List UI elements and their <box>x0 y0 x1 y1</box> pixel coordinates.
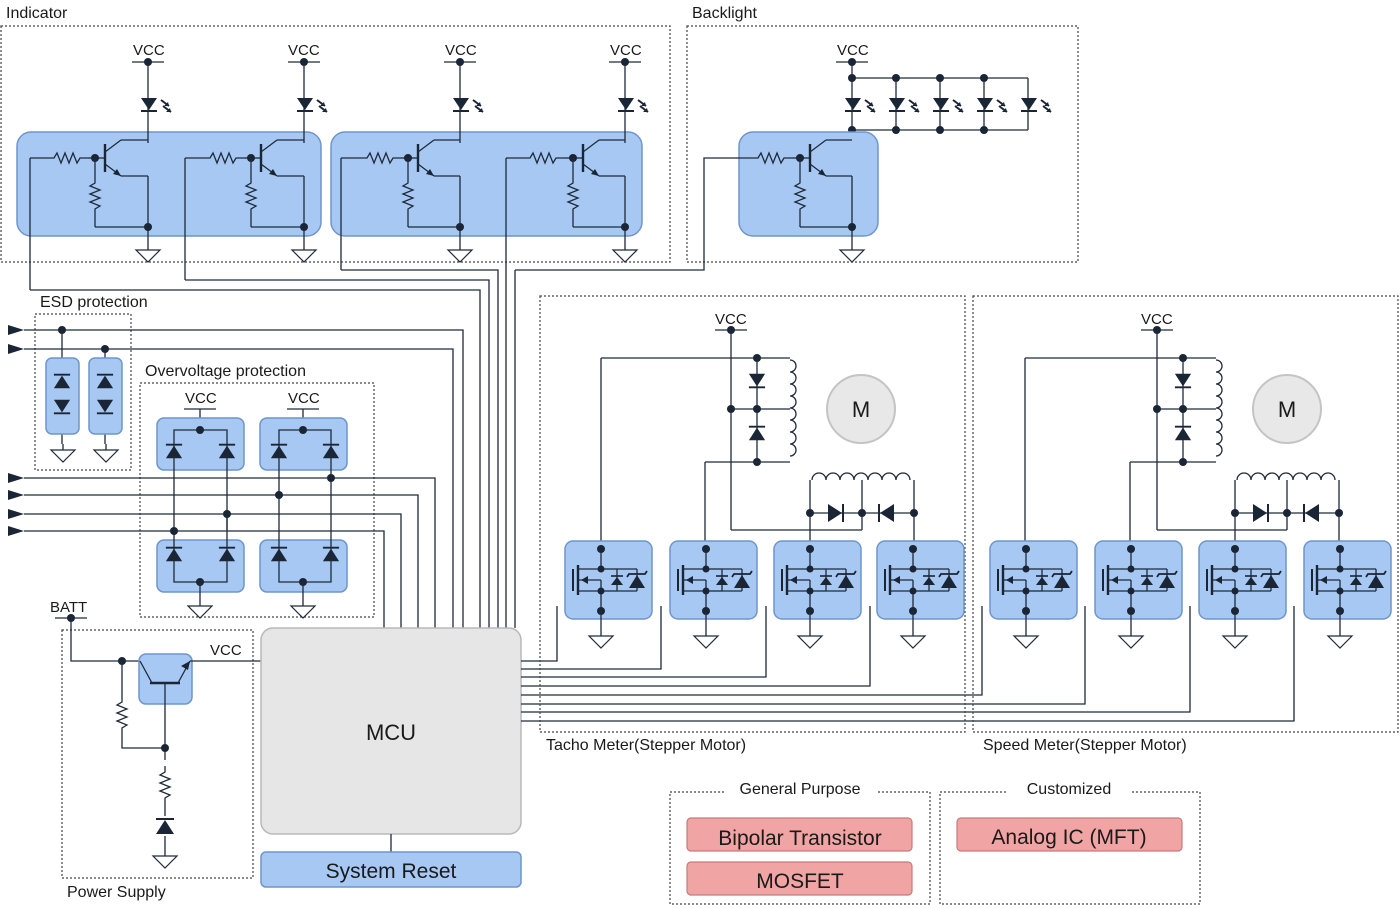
vcc-label: VCC <box>715 311 747 328</box>
bipolar-package <box>330 131 643 237</box>
legend-mosfet-label: MOSFET <box>756 870 844 893</box>
backlight-frame <box>686 25 1079 263</box>
legend-general-title: General Purpose <box>740 781 861 798</box>
legend-bipolar-chip <box>686 817 913 852</box>
mosfet-packages <box>564 540 1392 649</box>
system-reset-label: System Reset <box>326 860 457 883</box>
input-arrow-icon <box>8 325 24 335</box>
legend-analog-ic-chip <box>956 817 1183 852</box>
speed-frame <box>972 295 1399 733</box>
ground-icon <box>291 243 317 263</box>
mcu-label: MCU <box>366 720 416 745</box>
overvoltage-frame <box>139 382 375 618</box>
ground-icon <box>135 243 161 263</box>
ground-icon <box>50 443 76 463</box>
led-icon <box>452 97 484 113</box>
ground-icon <box>612 243 638 263</box>
regulator-circuit <box>55 614 262 869</box>
mosfet-package <box>1094 540 1183 620</box>
ground-icon <box>797 629 823 649</box>
led-icon <box>888 97 920 113</box>
esd-diode-package <box>88 357 123 435</box>
legend-analog-ic-label: Analog IC (MFT) <box>991 826 1146 849</box>
led-icon <box>1020 97 1052 113</box>
ground-icon <box>290 599 316 619</box>
backlight-leds <box>844 74 1052 134</box>
motor-icon <box>826 374 896 444</box>
vcc-label: VCC <box>133 42 165 59</box>
mosfet-package <box>876 540 965 620</box>
ground-icon <box>187 599 213 619</box>
motor-label: M <box>852 397 870 422</box>
overvoltage-circuit: VCC VCC <box>8 390 436 628</box>
input-arrow-icon <box>8 526 24 536</box>
ground-icon <box>693 629 719 649</box>
legend-bipolar-label: Bipolar Transistor <box>718 827 881 850</box>
mosfet-package <box>773 540 862 620</box>
vcc-label: VCC <box>445 42 477 59</box>
esd-title: ESD protection <box>40 294 148 311</box>
led-icon <box>617 97 649 113</box>
mcu-motor-bus <box>521 606 1295 722</box>
stepper-driver-speed: VCC M <box>1024 311 1343 548</box>
mosfet-package <box>1303 540 1392 620</box>
ground-icon <box>93 443 119 463</box>
led-icon <box>844 97 876 113</box>
ground-icon <box>1013 629 1039 649</box>
legend-mosfet-chip <box>686 861 913 896</box>
tacho-title: Tacho Meter(Stepper Motor) <box>546 737 746 754</box>
indicator-channels: VCC VCC <box>29 42 649 290</box>
led-icon <box>296 97 328 113</box>
ground-icon <box>1118 629 1144 649</box>
indicator-frame <box>0 25 671 263</box>
motor-icon <box>1252 374 1322 444</box>
vcc-label: VCC <box>1141 311 1173 328</box>
indicator-bus <box>30 260 516 628</box>
batt-label: BATT <box>50 599 87 616</box>
vcc-label: VCC <box>210 642 242 659</box>
speed-title: Speed Meter(Stepper Motor) <box>983 737 1187 754</box>
vcc-label: VCC <box>288 42 320 59</box>
bipolar-package <box>738 131 879 237</box>
tacho-frame <box>539 295 966 733</box>
ground-icon <box>900 629 926 649</box>
power-supply-title: Power Supply <box>67 884 166 901</box>
input-arrow-icon <box>8 509 24 519</box>
indicator-title: Indicator <box>6 5 68 22</box>
vcc-label: VCC <box>837 42 869 59</box>
vcc-label: VCC <box>185 390 217 407</box>
ground-icon <box>1327 629 1353 649</box>
vcc-label: VCC <box>610 42 642 59</box>
legend: General Purpose Bipolar Transistor MOSFE… <box>669 780 1201 905</box>
bipolar-package <box>16 131 322 237</box>
legend-customized-title: Customized <box>1027 781 1111 798</box>
ground-icon <box>1222 629 1248 649</box>
zener-diode-icon <box>155 818 175 835</box>
ground-icon <box>447 243 473 263</box>
esd-frame <box>34 313 132 471</box>
ground-icon <box>152 849 178 869</box>
led-icon <box>140 97 172 113</box>
esd-inputs <box>8 325 464 628</box>
ground-icon <box>588 629 614 649</box>
input-arrow-icon <box>8 344 24 354</box>
vcc-label: VCC <box>288 390 320 407</box>
system-reset-block <box>260 851 522 888</box>
led-icon <box>932 97 964 113</box>
backlight-title: Backlight <box>692 5 757 22</box>
mosfet-package <box>989 540 1078 620</box>
ground-icon <box>839 243 865 263</box>
input-arrow-icon <box>8 490 24 500</box>
overvoltage-title: Overvoltage protection <box>145 363 306 380</box>
mosfet-package <box>564 540 653 620</box>
mosfet-package <box>669 540 758 620</box>
power-supply-frame <box>61 629 254 879</box>
esd-diode-package <box>45 357 80 435</box>
mosfet-package <box>1198 540 1287 620</box>
motor-label: M <box>1278 397 1296 422</box>
led-icon <box>976 97 1008 113</box>
stepper-driver-tacho: VCC M <box>600 311 918 548</box>
input-arrow-icon <box>8 473 24 483</box>
